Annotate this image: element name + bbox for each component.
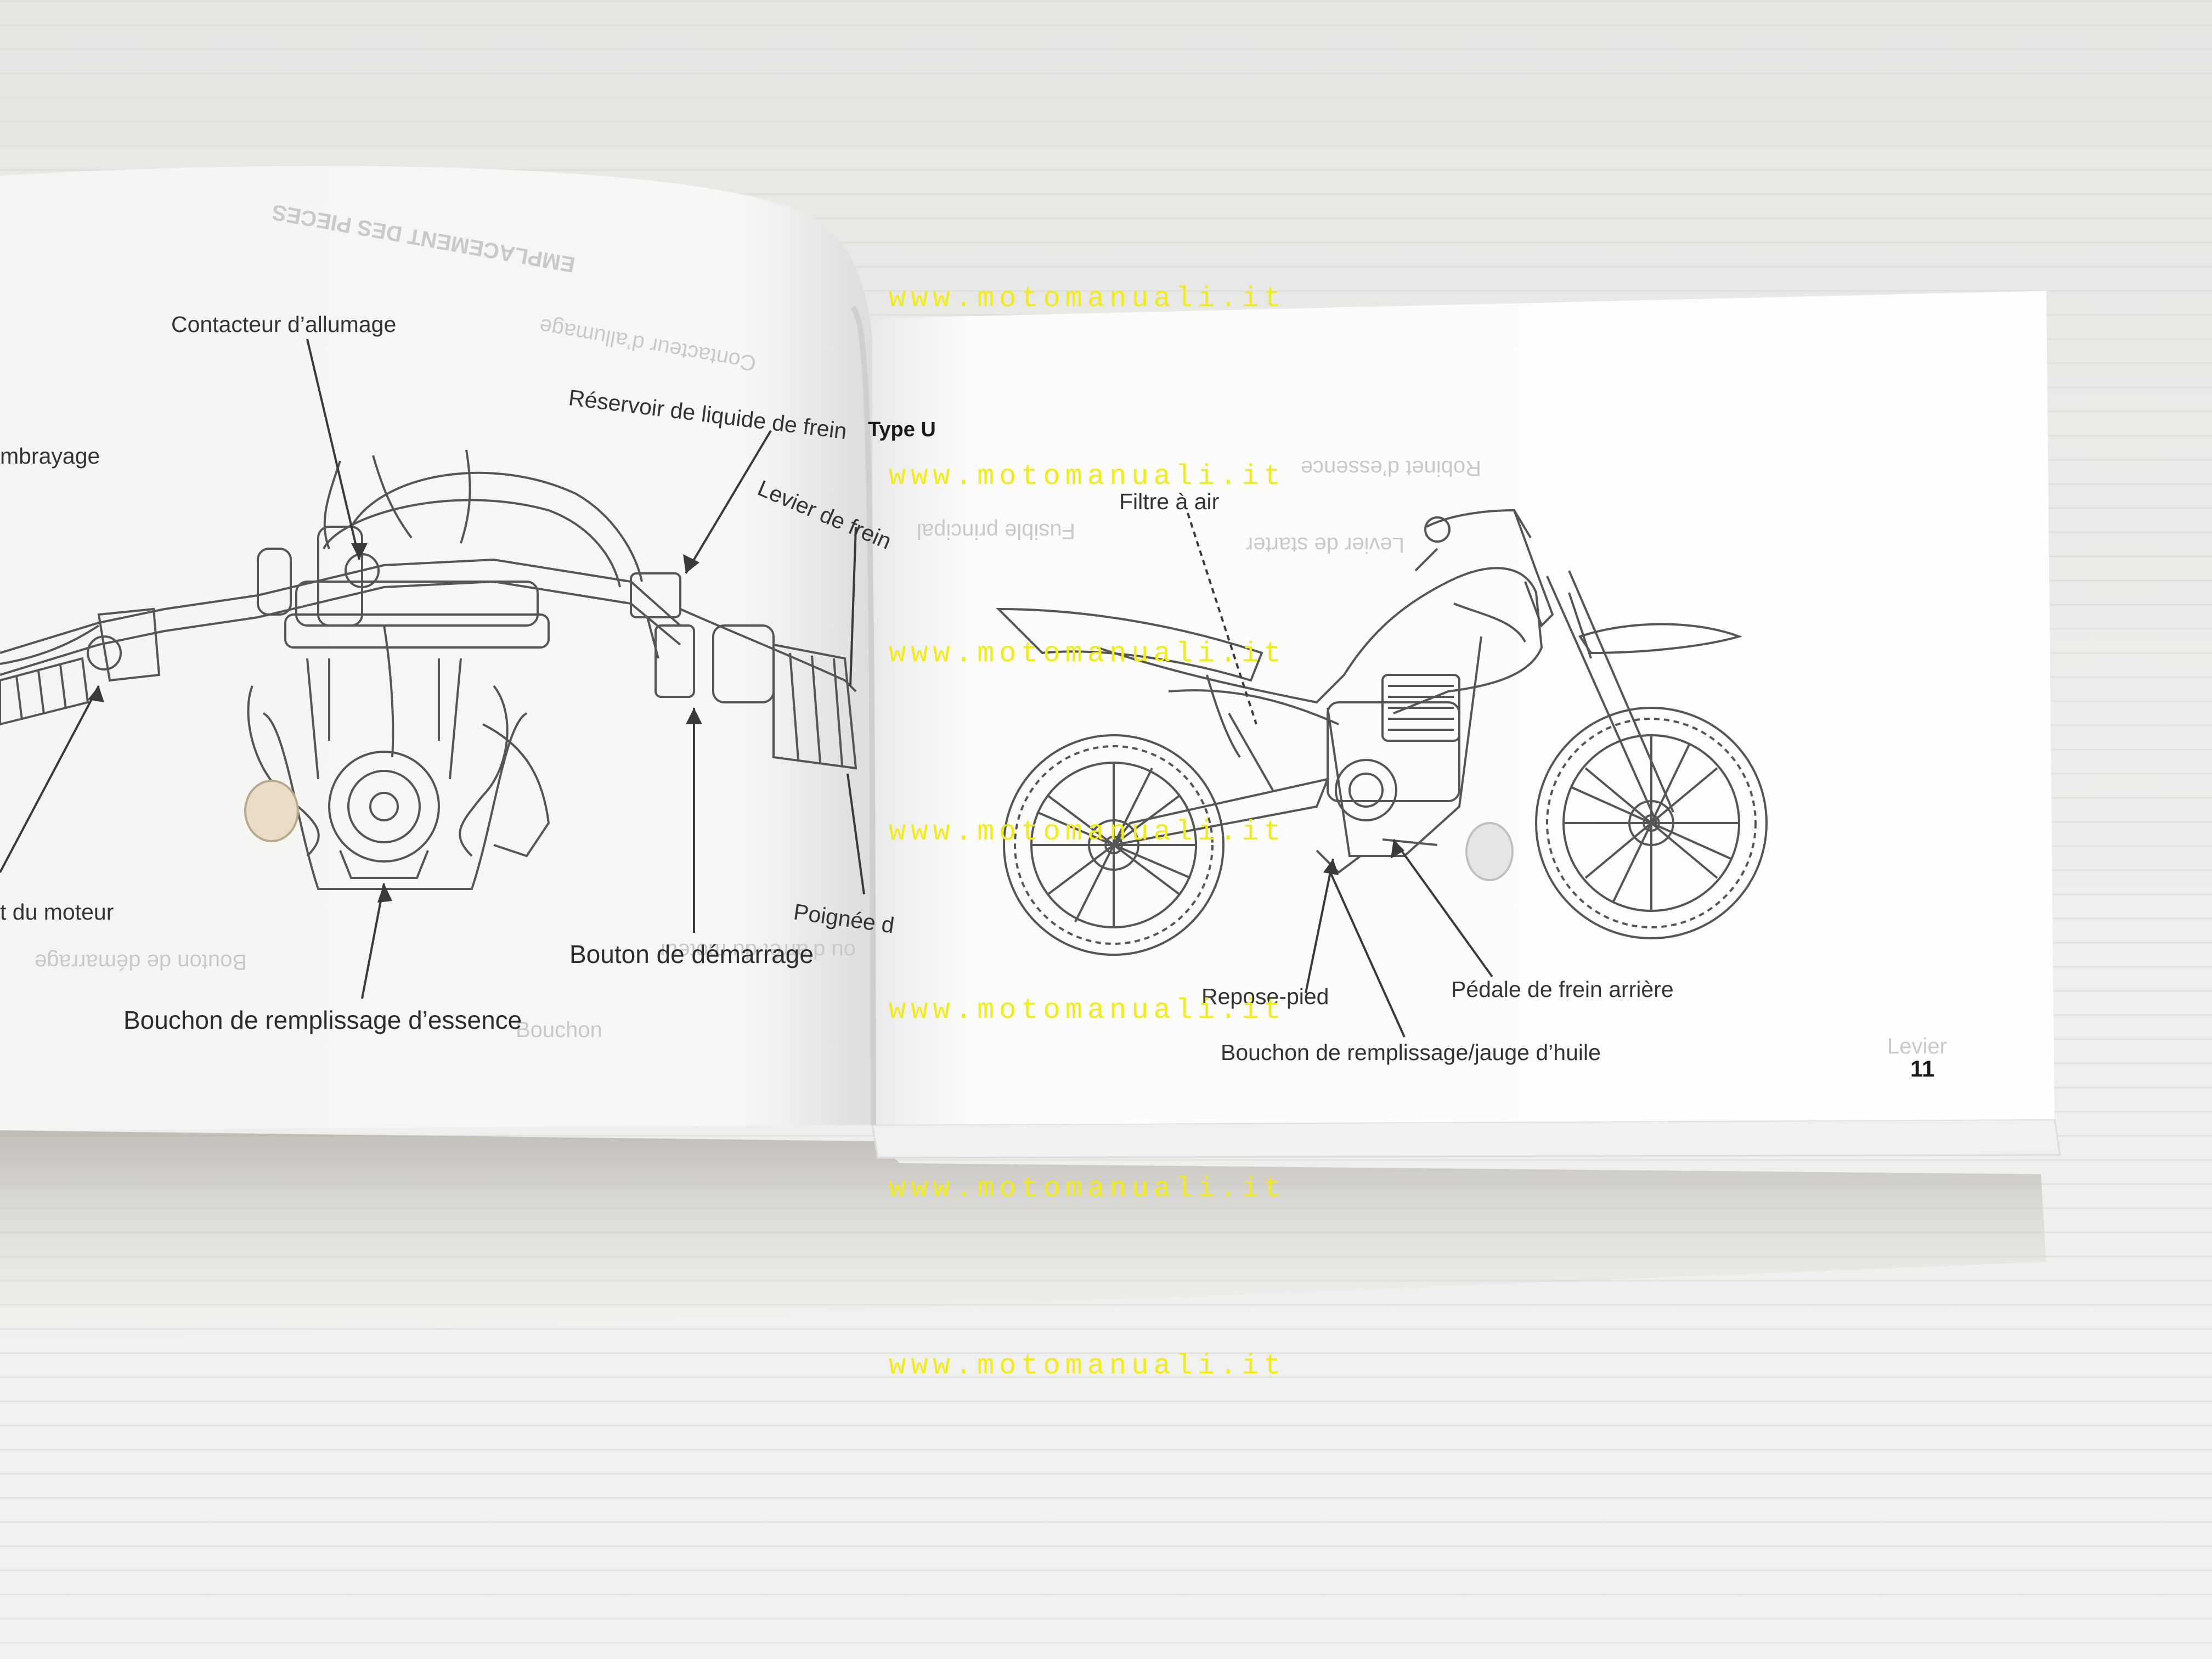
right-leader-lines [1187,512,1493,1038]
label-footrest: Repose-pied [1201,984,1329,1009]
ghost-lever: Levier [1887,1034,1947,1058]
ghost-fuel-valve: Robinet d’essence [1301,456,1481,480]
label-clutch: mbrayage [0,443,100,469]
watermark-2: www.motomanuali.it [889,460,1286,493]
ghost-starter-button: Bouton de démarrage [35,950,247,974]
tape-dot-right [1465,822,1514,881]
watermark-3: www.motomanuali.it [889,638,1286,670]
label-engine-stop: t du moteur [0,899,114,925]
ghost-fuel-cap: Bouchon [516,1018,602,1042]
handlebar-illustration [0,449,857,890]
page-stack-edge [871,1118,2061,1159]
watermark-1: www.motomanuali.it [889,283,1286,315]
page-number: 11 [1910,1056,1934,1081]
label-starter: Bouton de démarrage [569,940,814,968]
left-leader-lines [0,339,865,999]
watermark-4: www.motomanuali.it [889,816,1286,848]
book-shadow [0,1130,2046,1344]
motorcycle-illustration [996,509,1768,956]
label-air-filter: Filtre à air [1119,489,1219,514]
tape-dot-left [244,780,299,842]
watermark-5: www.motomanuali.it [889,994,1286,1027]
ghost-choke: Levier de starter [1246,533,1404,557]
watermark-7: www.motomanuali.it [889,1350,1286,1382]
label-fuel-cap: Bouchon de remplissage d’essence [123,1006,522,1034]
label-ignition: Contacteur d’allumage [171,312,396,337]
label-rear-brake-pedal: Pédale de frein arrière [1451,977,1674,1002]
label-oil-cap: Bouchon de remplissage/jauge d’huile [1221,1040,1601,1065]
gutter [850,306,876,1125]
ghost-main-fuse: Fusible principal [917,519,1075,543]
watermark-6: www.motomanuali.it [889,1173,1286,1205]
right-page [872,291,2055,1125]
type-label: Type U [868,418,936,441]
ghost-engine-stop: ou d’arrêt du moteur [658,939,856,963]
